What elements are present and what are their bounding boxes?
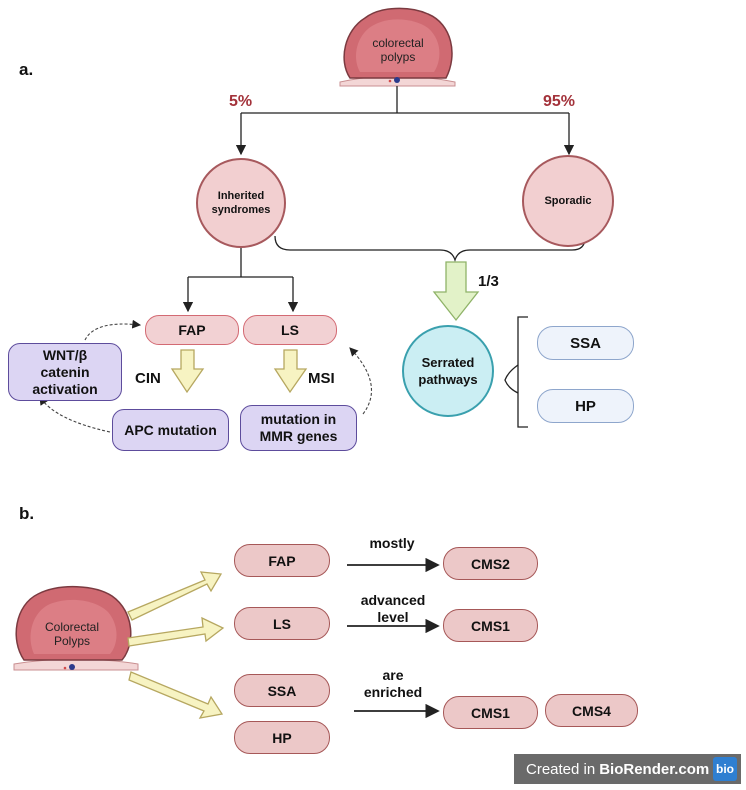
polyp-illustration-top <box>339 7 456 87</box>
fap-node: FAP <box>145 315 239 345</box>
merge-brace <box>274 235 586 263</box>
ssa-box: SSA <box>234 674 330 707</box>
percent-inherited: 5% <box>229 93 253 110</box>
biorender-brand-text: BioRender.com <box>599 760 710 778</box>
ssa-node: SSA <box>537 326 634 360</box>
cms-arrows <box>347 557 440 719</box>
ls-box: LS <box>234 607 330 640</box>
inherited-syndromes-node: Inherited syndromes <box>196 158 286 248</box>
bottom-polyp-label: Colorectal Polyps <box>44 620 100 648</box>
mostly-label: mostly <box>369 535 415 551</box>
hp-box: HP <box>234 721 330 754</box>
created-in-text: Created in <box>526 760 596 778</box>
yellow-arrow-cin <box>170 349 205 394</box>
serrated-pathways-node: Serrated pathways <box>402 325 494 417</box>
subtype-bracket <box>504 316 528 428</box>
green-down-arrow <box>432 261 480 322</box>
advanced-level-label: advanced level <box>360 592 426 625</box>
polyp-illustration-bottom <box>13 585 139 671</box>
yellow-arrow-to-ssa-hp <box>128 671 224 719</box>
sporadic-node: Sporadic <box>522 155 614 247</box>
biorender-logo-icon: bio <box>713 757 737 781</box>
msi-label: MSI <box>308 370 335 387</box>
cms4-box: CMS4 <box>545 694 638 727</box>
fraction-label: 1/3 <box>478 273 499 290</box>
cms1-box-advanced: CMS1 <box>443 609 538 642</box>
yellow-arrow-msi <box>273 349 308 394</box>
yellow-arrow-to-ls <box>127 616 225 647</box>
fap-box: FAP <box>234 544 330 577</box>
apc-mutation-node: APC mutation <box>112 409 229 451</box>
inherited-connectors <box>182 248 299 313</box>
mmr-mutation-node: mutation in MMR genes <box>240 405 357 451</box>
hp-node: HP <box>537 389 634 423</box>
split-connectors <box>235 86 575 156</box>
ls-node: LS <box>243 315 337 345</box>
cms2-box: CMS2 <box>443 547 538 580</box>
are-enriched-label: are enriched <box>363 667 423 700</box>
wnt-activation-node: WNT/β catenin activation <box>8 343 122 401</box>
section-b-label: b. <box>19 504 35 523</box>
cin-label: CIN <box>135 370 161 387</box>
yellow-arrow-to-fap <box>127 571 223 621</box>
percent-sporadic: 95% <box>543 93 576 110</box>
biorender-watermark: Created in BioRender.com bio <box>514 754 741 784</box>
cms1-box-enriched: CMS1 <box>443 696 538 729</box>
top-polyp-label: colorectal polyps <box>372 36 424 64</box>
section-a-label: a. <box>19 60 34 79</box>
loop-arrows <box>39 319 372 433</box>
